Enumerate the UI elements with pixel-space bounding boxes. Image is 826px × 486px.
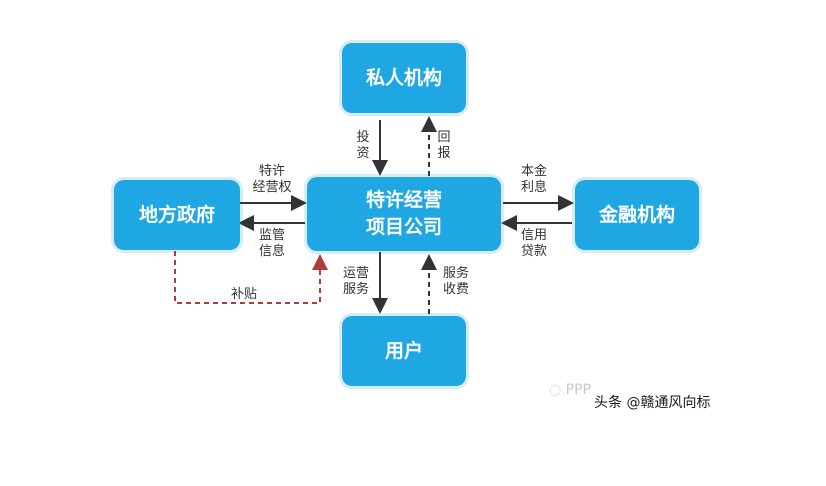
label-service-fee-1: 服务 bbox=[442, 266, 469, 281]
label-invest: 投 资 bbox=[355, 130, 371, 162]
label-operation-service: 运营 服务 bbox=[336, 266, 376, 298]
wechat-icon: ◌ bbox=[549, 382, 562, 398]
watermark: ◌ PPP bbox=[549, 382, 591, 398]
watermark-text: PPP bbox=[565, 382, 591, 398]
label-principal-2: 利息 bbox=[520, 180, 547, 195]
label-supervise: 监管 信息 bbox=[250, 228, 294, 260]
label-return: 回 报 bbox=[436, 130, 452, 162]
node-center-line2: 项目公司 bbox=[365, 216, 442, 238]
label-invest-1: 投 bbox=[356, 130, 370, 145]
source-credit: 头条 @赣通风向标 bbox=[594, 395, 711, 411]
label-operate-1: 运营 bbox=[342, 266, 369, 281]
label-supervise-2: 信息 bbox=[258, 244, 285, 259]
edge-subsidy bbox=[174, 251, 328, 304]
label-return-2: 报 bbox=[437, 146, 451, 161]
label-franchise-2: 经营权 bbox=[252, 180, 292, 195]
label-return-1: 回 bbox=[437, 130, 451, 145]
label-supervise-1: 监管 bbox=[258, 228, 285, 243]
label-operate-2: 服务 bbox=[342, 282, 369, 297]
label-service-fee-2: 收费 bbox=[442, 282, 469, 297]
label-principal-1: 本金 bbox=[520, 164, 547, 179]
node-user: 用户 bbox=[342, 316, 466, 386]
node-private-institution: 私人机构 bbox=[342, 43, 466, 113]
label-credit-1: 信用 bbox=[520, 228, 547, 243]
label-invest-2: 资 bbox=[356, 146, 370, 161]
node-user-label: 用户 bbox=[384, 340, 423, 362]
node-financial-institution: 金融机构 bbox=[575, 180, 699, 250]
node-franchise-project-company: 特许经营 项目公司 bbox=[307, 177, 501, 251]
label-subsidy: 补贴 bbox=[230, 287, 257, 302]
label-credit-loan: 信用 贷款 bbox=[512, 228, 556, 260]
node-financial-institution-label: 金融机构 bbox=[598, 204, 675, 226]
label-franchise-1: 特许 bbox=[258, 164, 285, 179]
node-local-government-label: 地方政府 bbox=[138, 204, 215, 226]
node-private-institution-label: 私人机构 bbox=[365, 67, 442, 89]
label-credit-2: 贷款 bbox=[520, 244, 547, 259]
label-franchise: 特许 经营权 bbox=[244, 164, 300, 196]
label-service-fee: 服务 收费 bbox=[436, 266, 476, 298]
node-center-line1: 特许经营 bbox=[365, 189, 442, 211]
label-principal-interest: 本金 利息 bbox=[512, 164, 556, 196]
node-local-government: 地方政府 bbox=[114, 180, 240, 250]
